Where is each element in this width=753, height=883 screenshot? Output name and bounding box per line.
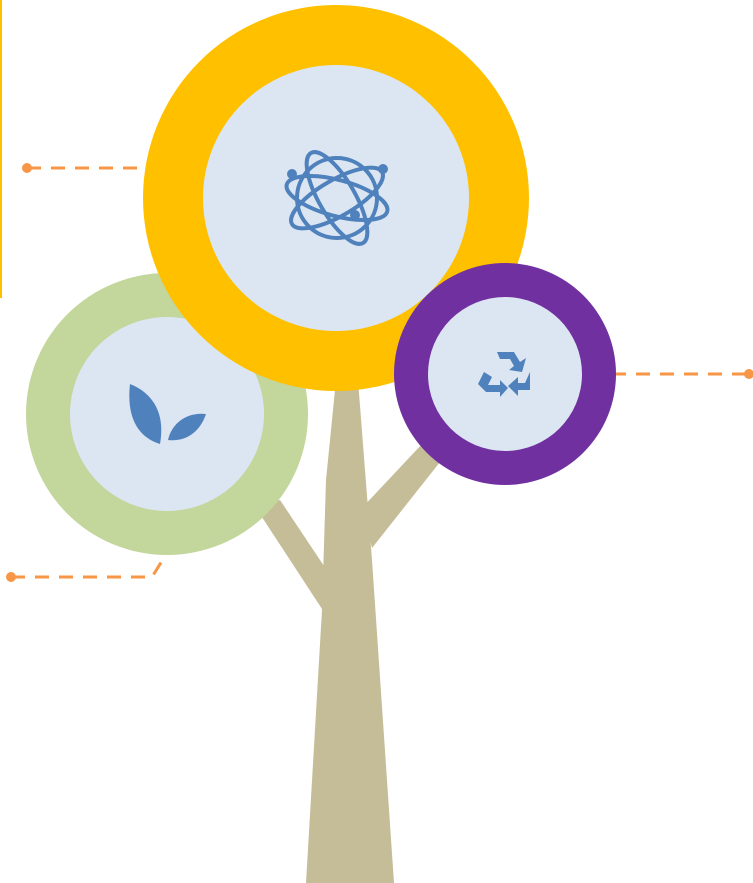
connector-dot [6,572,16,582]
inner-nature [70,317,264,511]
connector-dot [22,163,32,173]
right-branch [362,444,440,548]
inner-science [203,65,469,331]
leaves-icon [129,384,206,444]
recycle-icon [478,352,530,397]
trunk [306,380,394,883]
atom-icon [284,150,390,246]
left-branch [256,500,332,612]
left-accent-bar [0,0,2,298]
connectors [11,166,749,579]
connector-dot [744,369,753,379]
circle-recycle [394,263,616,485]
tree-trunk [256,380,440,883]
inner-recycle [428,297,582,451]
connector-dots [6,163,753,582]
